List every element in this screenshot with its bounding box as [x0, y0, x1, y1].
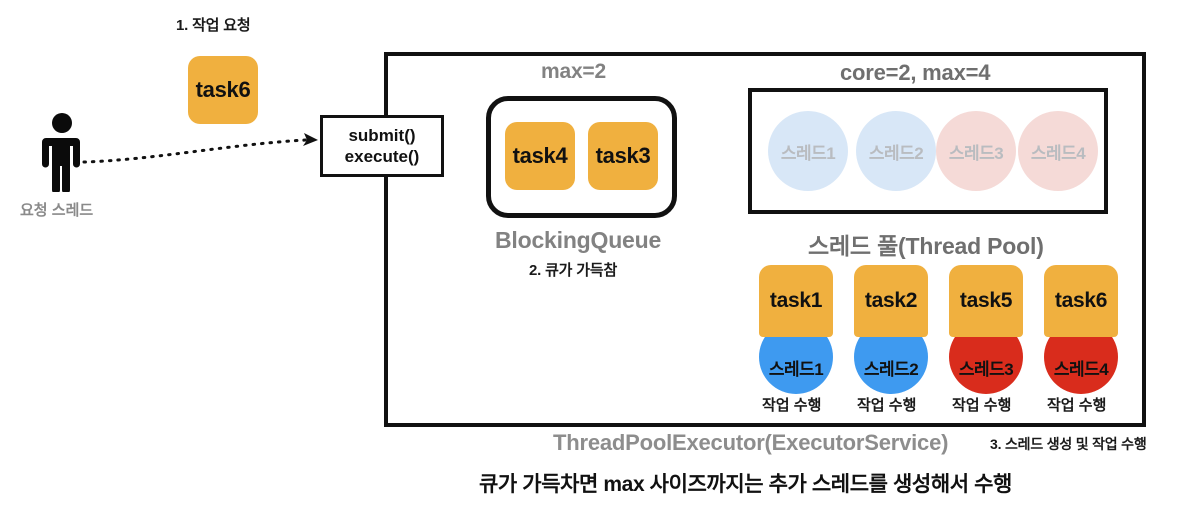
step-2-label: 2. 큐가 가득참 — [529, 262, 618, 279]
person-icon — [38, 112, 86, 192]
lane-2-thread-label: 스레드3 — [958, 359, 1014, 379]
lane-0-work-label: 작업 수행 — [762, 397, 822, 414]
lane-3-thread-label: 스레드4 — [1053, 359, 1109, 379]
person-label: 요청 스레드 — [20, 202, 94, 219]
pool-slot-3-label: 스레드4 — [1030, 143, 1086, 163]
pool-slot-3: 스레드4 — [1018, 111, 1098, 191]
executor-title: ThreadPoolExecutor(ExecutorService) — [553, 430, 949, 455]
lane-2-work-label: 작업 수행 — [952, 397, 1012, 414]
lane-3-work-label: 작업 수행 — [1047, 397, 1107, 414]
pool-slot-0: 스레드1 — [768, 111, 848, 191]
lane-2-task: task5 — [949, 265, 1023, 337]
lane-0-task: task1 — [759, 265, 833, 337]
lane-1-thread-label: 스레드2 — [863, 359, 919, 379]
lane-0-task-label: task1 — [769, 289, 823, 312]
execute-label: execute() — [344, 147, 420, 166]
incoming-task-label: task6 — [195, 77, 251, 102]
pool-slot-2: 스레드3 — [936, 111, 1016, 191]
queue-item-0-label: task4 — [512, 143, 568, 168]
request-arrow-icon — [82, 130, 322, 166]
queue-item-1-label: task3 — [595, 143, 651, 168]
step-3-label: 3. 스레드 생성 및 작업 수행 — [990, 436, 1147, 452]
lane-3-task: task6 — [1044, 265, 1118, 337]
pool-slot-1-label: 스레드2 — [868, 143, 924, 163]
thread-pool-title: 스레드 풀(Thread Pool) — [808, 233, 1044, 259]
step-1-label: 1. 작업 요청 — [176, 17, 251, 34]
incoming-task-chip: task6 — [188, 56, 258, 124]
pool-slot-2-label: 스레드3 — [948, 143, 1004, 163]
submit-execute-box[interactable]: submit() execute() — [320, 115, 444, 177]
pool-config-label: core=2, max=4 — [840, 60, 991, 85]
lane-1-task: task2 — [854, 265, 928, 337]
submit-label: submit() — [348, 125, 416, 145]
diagram-caption: 큐가 가득차면 max 사이즈까지는 추가 스레드를 생성해서 수행 — [479, 473, 1012, 496]
lane-0-thread-label: 스레드1 — [768, 359, 824, 379]
pool-slot-0-label: 스레드1 — [780, 143, 836, 163]
lane-3-task-label: task6 — [1054, 289, 1108, 312]
queue-item-0: task4 — [505, 122, 575, 190]
lane-2-task-label: task5 — [959, 289, 1013, 312]
executor-container — [384, 52, 1146, 427]
queue-capacity-label: max=2 — [541, 60, 606, 83]
queue-item-1: task3 — [588, 122, 658, 190]
lane-1-task-label: task2 — [864, 289, 918, 312]
pool-slot-1: 스레드2 — [856, 111, 936, 191]
blocking-queue-title: BlockingQueue — [495, 227, 662, 253]
lane-1-work-label: 작업 수행 — [857, 397, 917, 414]
